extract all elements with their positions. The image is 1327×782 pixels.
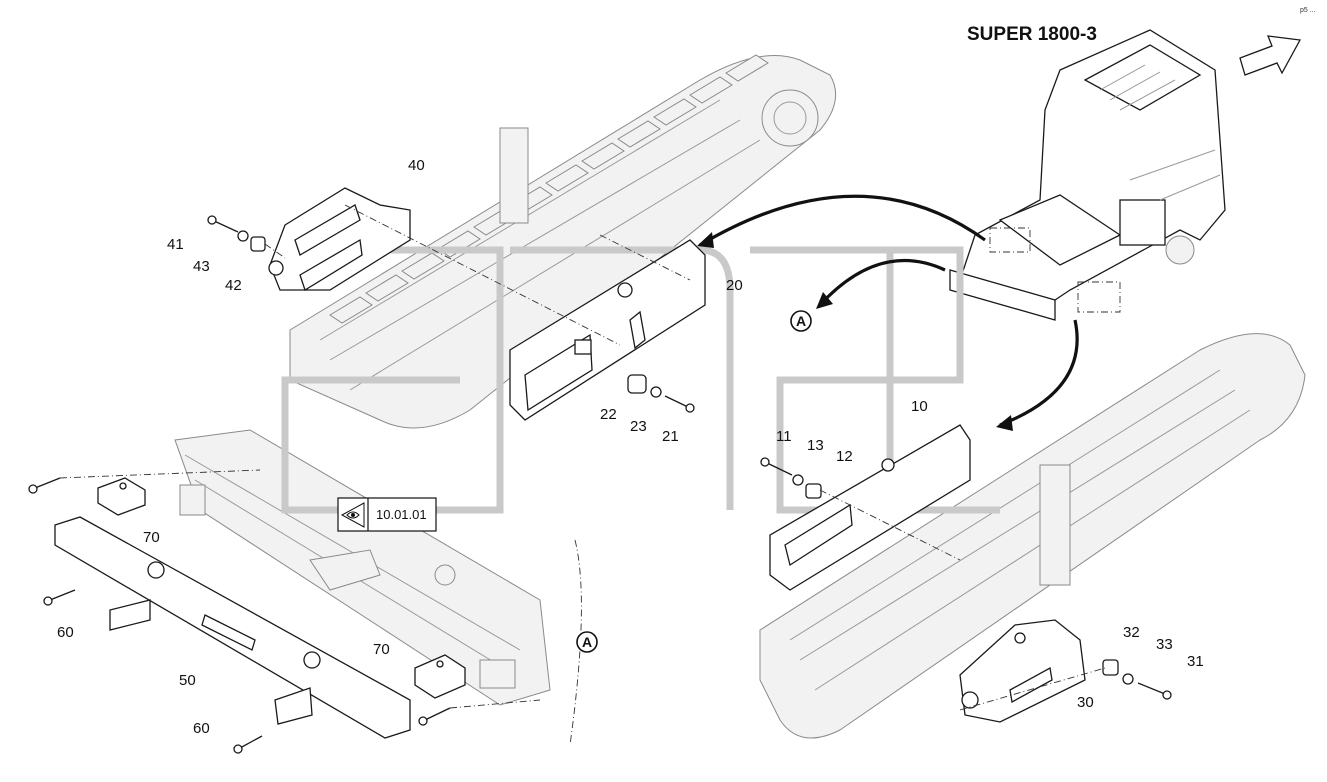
callout-30: 30 [1077,694,1094,711]
callout-41: 41 [167,236,184,253]
callout-labels: SUPER 1800-3 p5 ... 40 41 43 42 20 22 23… [57,7,1316,737]
callout-11: 11 [776,428,792,445]
eye-icon [340,502,365,528]
part-30-bracket [959,619,1086,723]
model-title: SUPER 1800-3 [967,24,1097,45]
part-70-clip-a [97,477,146,516]
detail-marker-upper: A [790,310,812,332]
track-pad [401,252,445,280]
callout-23: 23 [630,418,647,435]
track-pad [653,98,697,126]
track-lower-right [759,333,1306,739]
detail-marker-lower: A [576,631,598,653]
callout-31: 31 [1187,653,1204,670]
callout-20: 20 [726,277,743,294]
callout-40: 40 [408,157,425,174]
fasteners-41-43 [207,215,266,252]
paver-machine [949,29,1226,321]
part-10-plate [769,424,971,591]
callout-70b: 70 [373,641,390,658]
fasteners-31-33 [1102,659,1172,700]
part-70-clip-b [414,654,466,699]
callout-21: 21 [662,428,679,445]
corner-mark: p5 ... [1300,7,1316,14]
callout-33: 33 [1156,636,1173,653]
direction-arrow-icon [1239,35,1302,76]
fasteners-11-13 [760,457,822,499]
callout-10: 10 [911,398,928,415]
callout-50: 50 [179,672,196,689]
track-pad [581,142,625,170]
callout-60b: 60 [193,720,210,737]
callout-60a: 60 [57,624,74,641]
callout-22: 22 [600,406,617,423]
track-pad [617,120,661,148]
track-pad [329,296,373,324]
callout-70a: 70 [143,529,160,546]
track-pad [365,274,409,302]
part-40-bracket [268,187,411,291]
track-upper-left [289,54,837,429]
callout-13: 13 [807,437,824,454]
track-pad [545,164,589,192]
pointer-arrows [697,194,1079,431]
part-20-plate [509,239,706,421]
fasteners-21-23 [627,374,695,413]
view-reference-label: 10.01.01 [376,507,427,522]
svg-text:A: A [796,313,806,329]
frame-assembly [174,429,551,706]
assembly-lines [59,204,1106,746]
callout-32: 32 [1123,624,1140,641]
track-pad [725,54,769,82]
callout-42: 42 [225,277,242,294]
svg-text:A: A [582,634,592,650]
part-60-bolts [28,477,451,754]
view-reference[interactable]: 10.01.01 [337,497,437,532]
part-50-beam [54,516,411,739]
callout-12: 12 [836,448,853,465]
callout-43: 43 [193,258,210,275]
track-pad [689,76,733,104]
